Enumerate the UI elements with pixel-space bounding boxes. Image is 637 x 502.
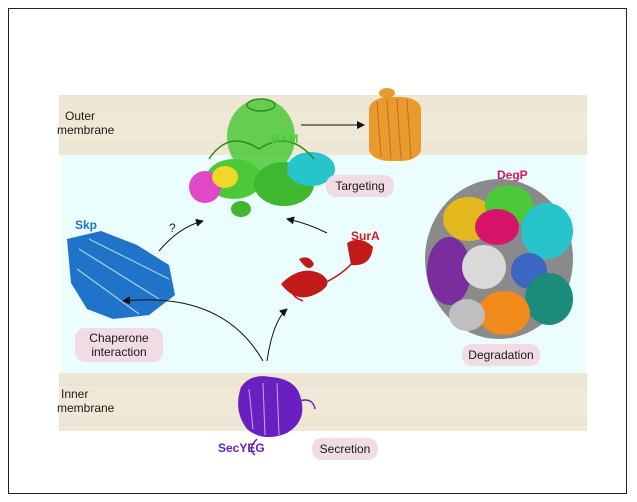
secyeg-label: SecYEG [218, 441, 265, 455]
figure-frame: Outer membrane Inner membrane BAM Skp Su… [8, 8, 627, 494]
degradation-pill: Degradation [462, 344, 540, 366]
skp-label: Skp [75, 218, 98, 232]
pathway-arrows [122, 121, 365, 362]
secretion-pill: Secretion [312, 438, 378, 460]
arrow-secyeg-to-sura [266, 308, 288, 362]
inner-membrane-lipids [59, 378, 587, 426]
outer-membrane-label: Outer membrane [57, 109, 114, 137]
outer-membrane-label-line2: membrane [57, 123, 115, 137]
outer-membrane-label-line1: Outer [65, 109, 96, 123]
outer-membrane-lipids [59, 100, 587, 150]
inner-membrane-label: Inner membrane [57, 387, 114, 415]
bam-complex-structure [189, 98, 335, 217]
secyeg-structure [238, 376, 316, 456]
secretion-pill-text: Secretion [319, 442, 371, 456]
sura-label: SurA [351, 229, 380, 243]
inner-membrane-band [59, 373, 587, 431]
chaperone-interaction-pill: Chaperone interaction [75, 328, 163, 362]
inner-membrane-label-line1: Inner [61, 387, 89, 401]
chaperone-pill-line1: Chaperone [89, 331, 149, 345]
omp-barrel-structure [369, 88, 421, 161]
diagram-canvas [59, 88, 587, 456]
sura-structure [281, 239, 373, 302]
inner-membrane-label-line2: membrane [57, 401, 115, 415]
degp-structure [425, 179, 573, 339]
arrow-skp-to-bam [158, 218, 204, 252]
question-mark: ? [169, 221, 176, 235]
degradation-pill-text: Degradation [468, 348, 534, 362]
chaperone-pill-line2: interaction [91, 345, 147, 359]
skp-structure [67, 231, 175, 319]
arrow-secyeg-to-skp [122, 296, 264, 362]
targeting-pill-text: Targeting [335, 179, 385, 193]
arrow-sura-to-bam [286, 216, 328, 234]
targeting-pill: Targeting [326, 175, 394, 197]
bam-label: BAM [271, 132, 299, 146]
degp-label: DegP [497, 168, 528, 182]
